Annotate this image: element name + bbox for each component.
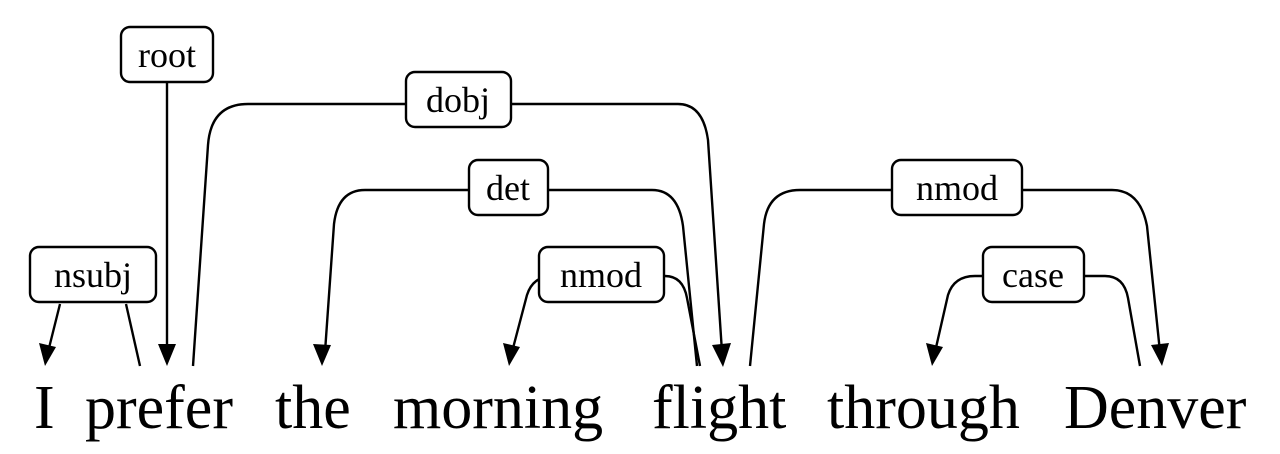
arrowhead-root [158, 344, 176, 366]
arcs [39, 82, 1169, 367]
word-the: the [275, 374, 351, 442]
arc-dobj [191, 102, 724, 367]
arc-nsubj-dep [46, 303, 62, 353]
label-box-nmod-morning [537, 245, 666, 304]
label-box-nmod-denver [890, 158, 1024, 217]
label-box-dobj [404, 70, 513, 129]
word-i: I [34, 374, 55, 442]
label-case: case [1002, 255, 1064, 295]
label-root: root [138, 35, 196, 75]
label-box-nsubj [28, 245, 158, 304]
label-nmod-morning: nmod [560, 255, 642, 295]
arc-nsubj-head [124, 303, 142, 367]
label-boxes: root nsubj dobj det nmod nmod case [28, 25, 1086, 304]
sentence: I prefer the morning flight through Denv… [34, 374, 1247, 442]
arrowhead-case [926, 343, 943, 366]
word-through: through [827, 374, 1020, 442]
label-dobj: dobj [426, 80, 490, 120]
arrowhead-dobj [712, 343, 731, 367]
label-box-case [981, 245, 1086, 304]
word-flight: flight [652, 374, 786, 442]
arrowhead-det [313, 344, 331, 366]
arc-nmod-denver [748, 188, 1162, 367]
label-nsubj: nsubj [54, 255, 132, 295]
arrowhead-nmod-denver [1151, 343, 1169, 366]
label-box-root [119, 25, 215, 84]
word-denver: Denver [1064, 374, 1247, 442]
arrowhead-nmod-morning [503, 343, 520, 366]
word-prefer: prefer [85, 374, 233, 442]
label-box-det [467, 158, 550, 217]
arrowhead-nsubj [39, 343, 56, 366]
label-det: det [486, 168, 530, 208]
label-nmod-denver: nmod [916, 168, 998, 208]
word-morning: morning [393, 374, 603, 442]
